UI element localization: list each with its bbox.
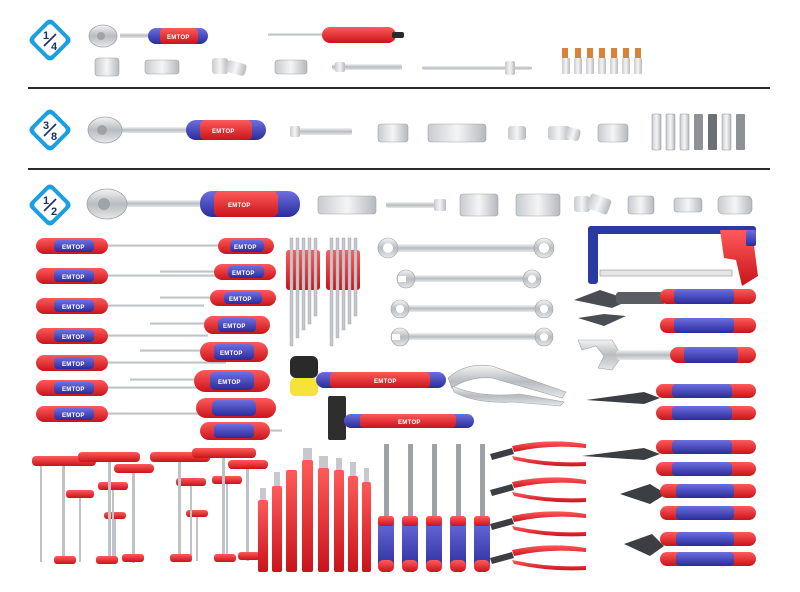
brand-label: EMTOP xyxy=(229,297,252,303)
bit-icon xyxy=(651,113,745,151)
adjustable-wrench-icon xyxy=(577,339,756,371)
brand-label: EMTOP xyxy=(62,362,85,368)
brand-label: EMTOP xyxy=(232,271,255,277)
brand-label: EMTOP xyxy=(220,351,243,357)
ratchet-icon: EMTOP xyxy=(86,188,300,220)
cutting-pliers-icon xyxy=(624,532,756,566)
brand-label: EMTOP xyxy=(228,203,251,209)
socket-icon xyxy=(627,195,753,215)
long-nose-pliers-icon xyxy=(586,384,756,420)
ratchet-icon: EMTOP xyxy=(87,116,266,144)
brand-label: EMTOP xyxy=(62,305,85,311)
circlip-pliers-icon xyxy=(490,441,586,571)
badge-half: 1 2 xyxy=(29,184,71,226)
badge-quarter: 1 4 xyxy=(29,19,71,61)
socket-icon xyxy=(377,123,487,143)
hammer-icon: EMTOP xyxy=(290,356,446,396)
brand-label: EMTOP xyxy=(62,413,85,419)
brand-label: EMTOP xyxy=(398,420,421,426)
badge-half-num: 1 xyxy=(43,195,49,207)
brand-label: EMTOP xyxy=(223,324,246,330)
badge-quarter-num: 1 xyxy=(43,30,49,42)
long-nose-pliers-icon xyxy=(582,440,756,476)
brand-label: EMTOP xyxy=(62,245,85,251)
screwdriver-icon: EMTOP EMTOP EMTOP EMTOP EMTOP EMTOP EMTO… xyxy=(36,238,228,422)
extension-bar-icon xyxy=(332,62,402,72)
universal-joint-icon xyxy=(574,193,612,215)
universal-joint-icon xyxy=(508,126,581,141)
socket-icon xyxy=(317,195,377,215)
brand-label: EMTOP xyxy=(234,245,257,251)
socket-icon xyxy=(459,193,561,217)
locking-pliers-icon xyxy=(447,364,567,407)
section-half: 1 2 EMTOP xyxy=(29,184,758,572)
file-icon xyxy=(378,444,490,572)
universal-joint-icon xyxy=(212,58,247,76)
ratchet-icon: EMTOP xyxy=(88,24,208,48)
hex-key-icon xyxy=(286,237,360,347)
water-pump-pliers-icon xyxy=(574,289,756,333)
section-quarter: 1 4 EMTOP xyxy=(29,19,642,77)
brand-label: EMTOP xyxy=(167,35,190,41)
section-threeeighth: 3 8 EMTOP xyxy=(29,109,745,151)
punch-chisel-icon xyxy=(258,448,371,572)
brand-label: EMTOP xyxy=(212,129,235,135)
section-divider xyxy=(28,168,770,170)
hammer-icon: EMTOP xyxy=(328,396,474,440)
socket-icon xyxy=(597,123,629,143)
section-divider xyxy=(28,87,770,89)
combination-wrench-icon xyxy=(377,237,555,347)
brand-label: EMTOP xyxy=(62,275,85,281)
screwdriver-icon: EMTOP EMTOP EMTOP EMTOP EMTOP EMTOP xyxy=(130,238,282,440)
socket-icon xyxy=(94,57,180,77)
socket-icon xyxy=(274,59,308,75)
screwdriver-icon xyxy=(268,27,404,43)
t-handle-hex-icon xyxy=(32,448,268,564)
brand-label: EMTOP xyxy=(218,380,241,386)
brand-label: EMTOP xyxy=(62,387,85,393)
extension-bar-icon xyxy=(386,199,446,211)
badge-quarter-den: 4 xyxy=(51,41,58,53)
badge-threeeighth: 3 8 xyxy=(29,109,71,151)
badge-threeeighth-den: 8 xyxy=(51,131,57,143)
brand-label: EMTOP xyxy=(62,335,85,341)
extension-bar-icon xyxy=(290,126,352,137)
bit-icon xyxy=(562,48,642,74)
badge-half-den: 2 xyxy=(51,206,57,218)
badge-threeeighth-num: 3 xyxy=(43,120,49,132)
brand-label: EMTOP xyxy=(374,379,397,385)
t-bar-icon xyxy=(422,61,532,75)
combination-pliers-icon xyxy=(620,484,756,520)
hacksaw-icon xyxy=(588,226,758,286)
